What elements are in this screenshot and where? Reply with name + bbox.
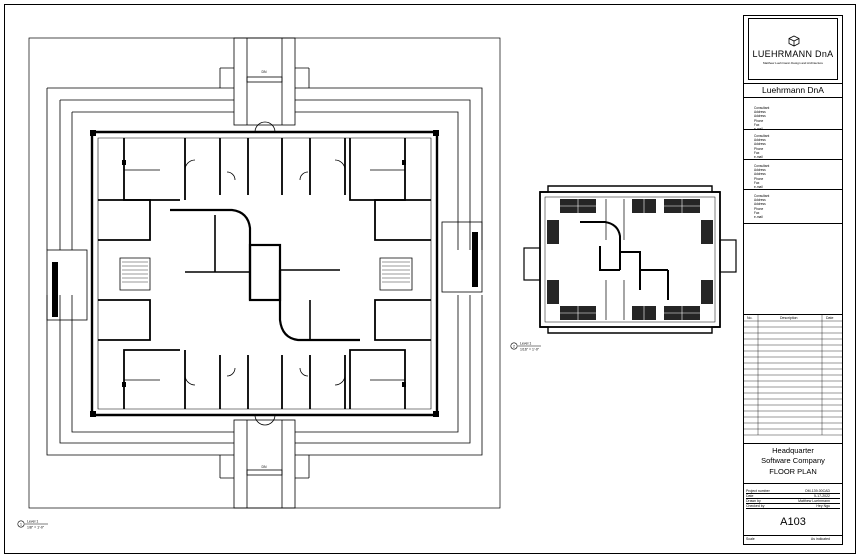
revision-grid — [744, 315, 842, 436]
revision-table: No. Description Date — [744, 314, 842, 444]
firm-logo: LUEHRMANN DnA Matthew Luehrmann Design a… — [748, 18, 838, 80]
sheet-number-cell: A103 — [744, 512, 842, 536]
view-1-name: Level 1 — [27, 520, 38, 524]
sheet-title: FLOOR PLAN — [769, 467, 817, 476]
project-title-cell: Headquarter Software Company FLOOR PLAN — [744, 444, 842, 484]
view-marker-2 — [510, 342, 518, 350]
view-marker-1 — [17, 520, 25, 528]
logo-text: LUEHRMANN DnA — [752, 49, 834, 59]
logo-subtitle: Matthew Luehrmann Design and Architectur… — [762, 61, 824, 65]
revision-col-no: No. — [747, 316, 753, 320]
large-plan — [28, 37, 501, 509]
logo-cell: LUEHRMANN DnA Matthew Luehrmann Design a… — [744, 16, 842, 84]
project-name-line-1: Headquarter — [772, 446, 814, 455]
cube-icon — [788, 35, 800, 47]
firm-name: Luehrmann DnA — [762, 85, 824, 95]
view-1-scale: 1/8" = 1'-0" — [27, 526, 45, 530]
sheet-number: A103 — [780, 516, 806, 528]
project-name-line-2: Software Company — [761, 456, 825, 465]
drawing-sheet-border — [4, 4, 856, 554]
view-2-scale: 1/16" = 1'-0" — [520, 348, 540, 352]
firm-name-cell: Luehrmann DnA — [744, 84, 842, 98]
stair-tag-bottom: DN — [261, 465, 267, 469]
blank-cell — [744, 224, 842, 314]
title-block: LUEHRMANN DnA Matthew Luehrmann Design a… — [743, 15, 843, 545]
view-1-number: 1 — [20, 522, 22, 526]
view-2-number: 2 — [513, 344, 515, 348]
view-2-name: Level 1 — [520, 342, 531, 346]
revision-col-date: Date — [826, 316, 834, 320]
small-plan — [523, 185, 737, 334]
revision-col-description: Description — [780, 316, 798, 320]
stair-tag-top: DN — [261, 70, 267, 74]
